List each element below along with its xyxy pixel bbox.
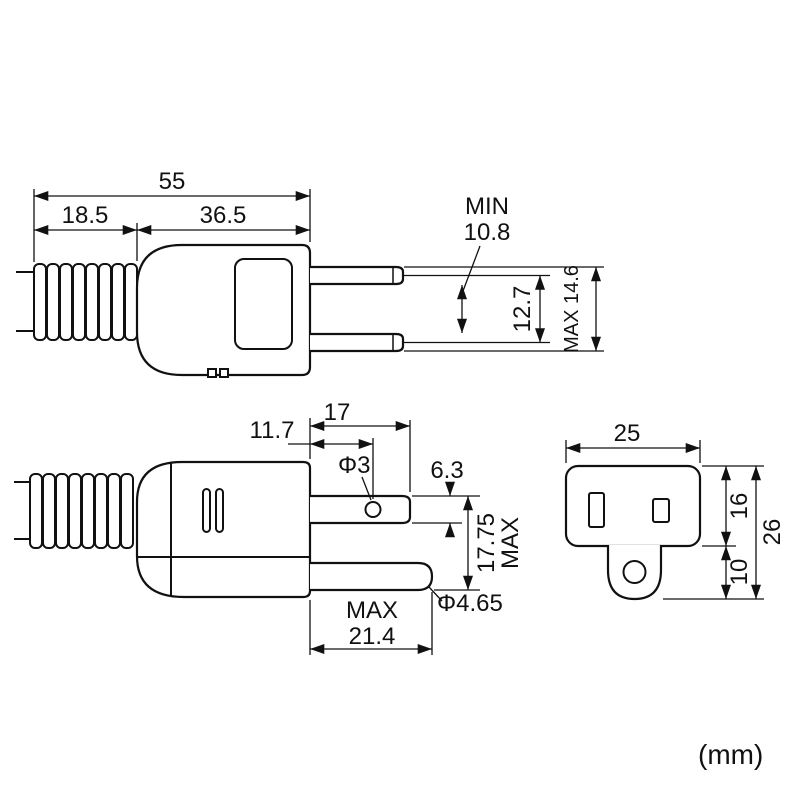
face-slot-right (652, 498, 670, 523)
dim-6-3: 6.3 (430, 457, 463, 484)
dim-max-label: MAX (346, 597, 398, 624)
dim-max-14-6: MAX 14.6 (561, 265, 583, 353)
dim-segment-lengths: 18.5 36.5 (34, 202, 310, 261)
dim-blade-gap: MIN 10.8 (456, 193, 511, 333)
body-vent-slot (215, 488, 224, 533)
dim-blade-width: 6.3 (412, 457, 480, 538)
dim-phi-3: Φ3 (338, 452, 371, 479)
ground-pin (310, 561, 434, 592)
body-vent-slot (202, 488, 211, 533)
dim-12-7: 12.7 (509, 286, 536, 333)
strain-relief (33, 263, 138, 341)
dim-pin-diameter: Φ4.65 (428, 586, 503, 617)
face-slot-left (588, 492, 605, 528)
dim-pin-length: MAX 21.4 (309, 592, 433, 655)
body-notch (207, 368, 217, 378)
dim-25: 25 (614, 420, 641, 447)
blade-hole (364, 501, 382, 518)
dim-18-5: 18.5 (62, 202, 109, 229)
dim-phi-4-65: Φ4.65 (437, 590, 503, 617)
dim-blade-pin-span: 17.75 MAX (434, 496, 524, 591)
dim-max-label: MAX (497, 517, 524, 569)
pin-view: 17 11.7 Φ3 6.3 17.75 MAX (14, 399, 524, 655)
dim-blade-length: 17 (309, 399, 411, 492)
dim-10: 10 (726, 559, 753, 586)
body-label-panel (234, 258, 293, 350)
side-view: 55 18.5 36.5 MIN 10.8 12.7 MAX 14.6 (16, 168, 604, 378)
units-label: (mm) (698, 739, 763, 770)
dim-17: 17 (324, 399, 351, 426)
face-view: 25 16 10 26 (564, 420, 786, 601)
dim-10-8: 10.8 (464, 219, 511, 246)
upper-blade (310, 265, 405, 286)
face-tab-hole (622, 560, 647, 584)
dim-16: 16 (726, 493, 753, 520)
dim-36-5: 36.5 (200, 202, 247, 229)
face-body (564, 464, 702, 548)
dim-17-75: 17.75 (473, 513, 500, 573)
dim-26: 26 (759, 519, 786, 546)
lower-blade (310, 332, 405, 353)
cable (16, 271, 36, 332)
strain-relief (29, 473, 134, 549)
dim-11-7: 11.7 (250, 417, 295, 444)
dim-55: 55 (159, 168, 186, 195)
dim-blade-pitch-span: 12.7 MAX 14.6 (404, 265, 604, 353)
body-notch (219, 368, 229, 378)
dim-hole-offset: 11.7 (250, 417, 374, 499)
dim-face-heights: 16 10 26 (663, 465, 786, 600)
dim-21-4: 21.4 (349, 623, 396, 650)
dim-face-width: 25 (565, 420, 701, 463)
dim-min-label: MIN (465, 193, 509, 220)
dim-overall-length: 55 (33, 168, 311, 262)
blade-with-hole (310, 494, 412, 525)
dim-hole-diameter: Φ3 (338, 452, 372, 501)
